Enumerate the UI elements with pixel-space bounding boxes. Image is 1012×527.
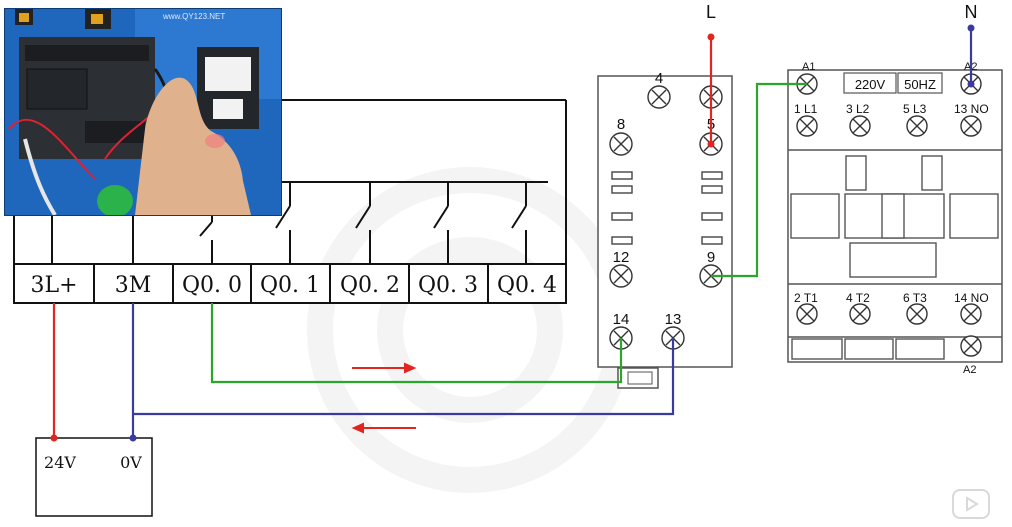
contactor-rating-voltage: 220V	[855, 77, 886, 92]
plc-output-contact-q03	[433, 182, 449, 264]
wire-line-l-node	[707, 33, 715, 41]
terminal-label-q04: Q0. 4	[497, 273, 557, 298]
terminal-label-q00: Q0. 0	[182, 273, 242, 298]
photo-green-button	[97, 185, 133, 215]
wire-0v-node	[129, 434, 137, 442]
ac-contactor: A1 A2 A2 220V 50HZ 1 L1 3 L2 5 L3 13 NO …	[787, 61, 1003, 376]
wire-0v-common	[131, 303, 675, 438]
contactor-terminal-label-6t3: 6 T3	[903, 291, 927, 305]
play-icon	[966, 496, 979, 512]
plc-output-module: 3L+ 3M Q0. 0 Q0. 1 Q0. 2 Q0. 3 Q0. 4	[13, 99, 567, 304]
relay-screw-terminals	[609, 85, 723, 350]
contactor-screw-terminals	[796, 73, 982, 357]
terminal-label-q02: Q0. 2	[340, 273, 400, 298]
plc-output-contact-q00	[199, 214, 213, 264]
wire-neutral-n-node	[967, 24, 975, 32]
background-watermark	[307, 167, 633, 493]
power-supply-24v: 24V 0V	[35, 437, 153, 517]
contactor-screw-3l2	[849, 115, 871, 137]
contactor-terminal-label-4t2: 4 T2	[846, 291, 870, 305]
contactor-screw-5l3	[906, 115, 928, 137]
relay-pin-label-9: 9	[707, 249, 715, 266]
current-arrow-right	[352, 362, 417, 374]
terminal-label-q03: Q0. 3	[418, 273, 478, 298]
power-supply-plus-label: 24V	[44, 453, 76, 472]
contactor-terminal-label-5l3: 5 L3	[903, 102, 927, 116]
contactor-terminal-label-2t1: 2 T1	[794, 291, 818, 305]
terminal-label-q01: Q0. 1	[260, 273, 320, 298]
power-supply-minus-label: 0V	[120, 453, 142, 472]
contactor-screw-1l1	[796, 115, 818, 137]
contactor-terminal-label-14no: 14 NO	[954, 291, 989, 305]
plc-output-contact-q02	[355, 182, 371, 264]
relay-screw-4	[647, 85, 671, 109]
contactor-terminal-label-1l1: 1 L1	[794, 102, 818, 116]
mains-line-label: L	[706, 2, 716, 22]
relay-slots	[611, 171, 723, 245]
contactor-rating-frequency: 50HZ	[904, 77, 936, 92]
rating-frequency-box	[897, 72, 943, 94]
relay-pin-label-12: 12	[613, 249, 630, 266]
relay-pin-label-13: 13	[665, 311, 682, 328]
rating-voltage-box	[843, 72, 897, 94]
wire-24v-positive-node	[50, 434, 58, 442]
play-button[interactable]	[952, 489, 990, 519]
contactor-screw-2t1	[796, 303, 818, 325]
current-arrow-left	[351, 422, 416, 434]
intermediate-relay: 4 8 5 12 9 14 13	[597, 70, 733, 389]
photo-hand	[135, 77, 251, 215]
relay-screw-8	[609, 132, 633, 156]
contactor-label-a2-bottom: A2	[963, 364, 976, 376]
contactor-screw-4t2	[849, 303, 871, 325]
contactor-terminal-label-13no: 13 NO	[954, 102, 989, 116]
plc-output-contact-q01	[275, 182, 291, 264]
wire-relay-9-to-contactor-a1	[711, 82, 807, 278]
demo-video-inset: www.QY123.NET	[4, 8, 282, 216]
contactor-screw-6t3	[906, 303, 928, 325]
relay-pin-label-4: 4	[655, 70, 663, 87]
demo-photo: www.QY123.NET	[5, 9, 281, 215]
contactor-screw-14no	[960, 303, 982, 325]
terminal-label-3m: 3M	[115, 273, 152, 298]
relay-pin-label-8: 8	[617, 116, 625, 133]
contactor-terminal-label-3l2: 3 L2	[846, 102, 870, 116]
photo-watermark-text: www.QY123.NET	[162, 12, 225, 21]
mains-neutral-label: N	[965, 2, 978, 22]
contactor-screw-13no	[960, 115, 982, 137]
terminal-label-3l: 3L+	[30, 273, 77, 298]
plc-output-contact-q04	[511, 182, 527, 264]
wire-q00-to-relay-14	[210, 303, 623, 384]
relay-pin-label-14: 14	[613, 311, 630, 328]
relay-screw-12	[609, 264, 633, 288]
contactor-screw-a2-bottom	[960, 335, 982, 357]
contactor-label-a1: A1	[802, 61, 815, 73]
plc-terminal-strip: 3L+ 3M Q0. 0 Q0. 1 Q0. 2 Q0. 3 Q0. 4	[13, 263, 567, 304]
contactor-body-panels	[790, 155, 999, 360]
